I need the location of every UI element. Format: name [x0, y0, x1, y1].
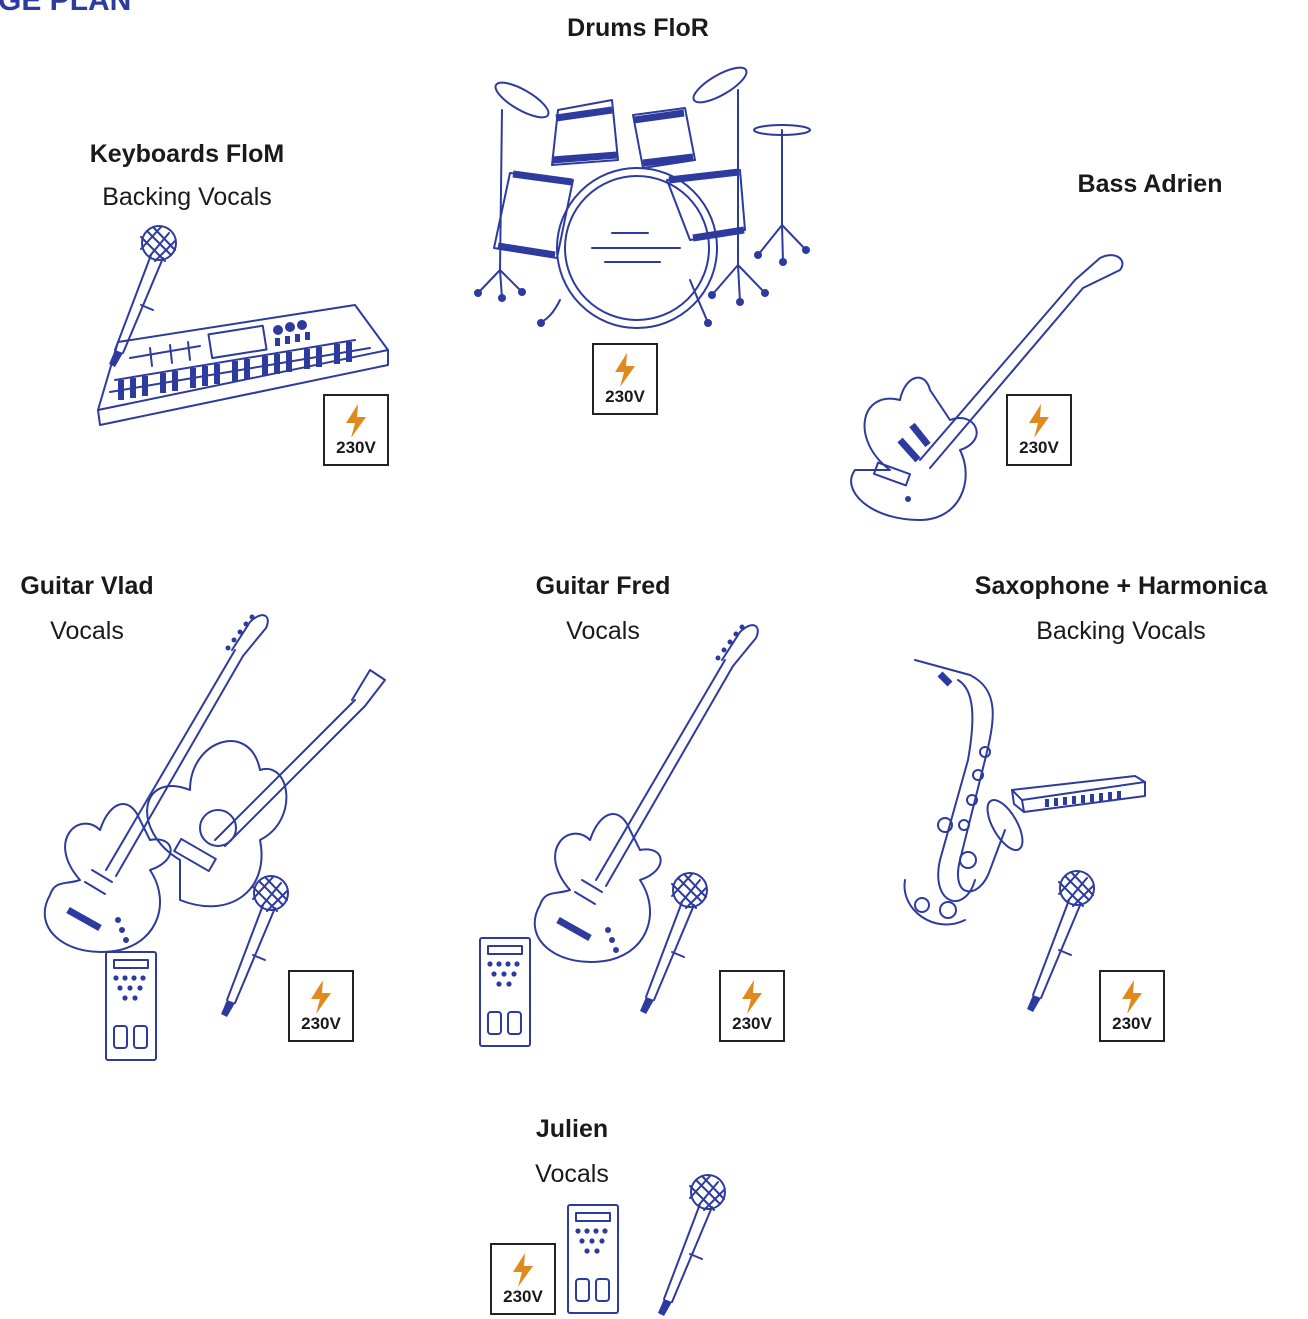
power-outlet-icon: 230V [592, 343, 658, 415]
saxophone-icon [903, 659, 1024, 926]
microphone-icon [639, 872, 708, 1015]
sax-title: Saxophone + Harmonica [974, 572, 1268, 600]
power-outlet-icon: 230V [288, 970, 354, 1042]
microphone-icon [108, 225, 177, 368]
sax-role: Backing Vocals [1036, 617, 1206, 645]
power-label: 230V [503, 1287, 543, 1306]
power-outlet-icon: 230V [323, 394, 389, 466]
page-title: GE PLAN [0, 0, 132, 17]
microphone-icon [220, 875, 289, 1018]
keys-role: Backing Vocals [102, 183, 272, 211]
harmonica-icon [1011, 775, 1146, 813]
microphone-icon [1026, 870, 1095, 1013]
vlad-role: Vocals [50, 617, 124, 645]
vlad-title: Guitar Vlad [20, 572, 154, 600]
pedal-icon [479, 937, 531, 1047]
power-label: 230V [1019, 438, 1059, 457]
drums-title: Drums FloR [567, 14, 709, 42]
power-label: 230V [732, 1014, 772, 1033]
bass-guitar-icon [850, 254, 1124, 521]
power-outlet-icon: 230V [490, 1243, 556, 1315]
keyboard-icon [97, 304, 389, 426]
drum-kit-icon [474, 66, 811, 329]
microphone-icon [657, 1174, 726, 1317]
pedal-icon [105, 951, 157, 1061]
acoustic-guitar-icon [146, 669, 386, 908]
fred-title: Guitar Fred [535, 572, 671, 600]
fred-role: Vocals [566, 617, 640, 645]
power-label: 230V [301, 1014, 341, 1033]
keys-title: Keyboards FloM [89, 140, 285, 168]
power-label: 230V [605, 387, 645, 406]
pedal-icon [567, 1204, 619, 1314]
power-label: 230V [336, 438, 376, 457]
power-outlet-icon: 230V [1006, 394, 1072, 466]
electric-guitar-icon [535, 625, 758, 962]
power-label: 230V [1112, 1014, 1152, 1033]
julien-role: Vocals [535, 1160, 609, 1188]
bass-title: Bass Adrien [1077, 170, 1223, 198]
power-outlet-icon: 230V [719, 970, 785, 1042]
julien-title: Julien [535, 1115, 609, 1143]
power-outlet-icon: 230V [1099, 970, 1165, 1042]
